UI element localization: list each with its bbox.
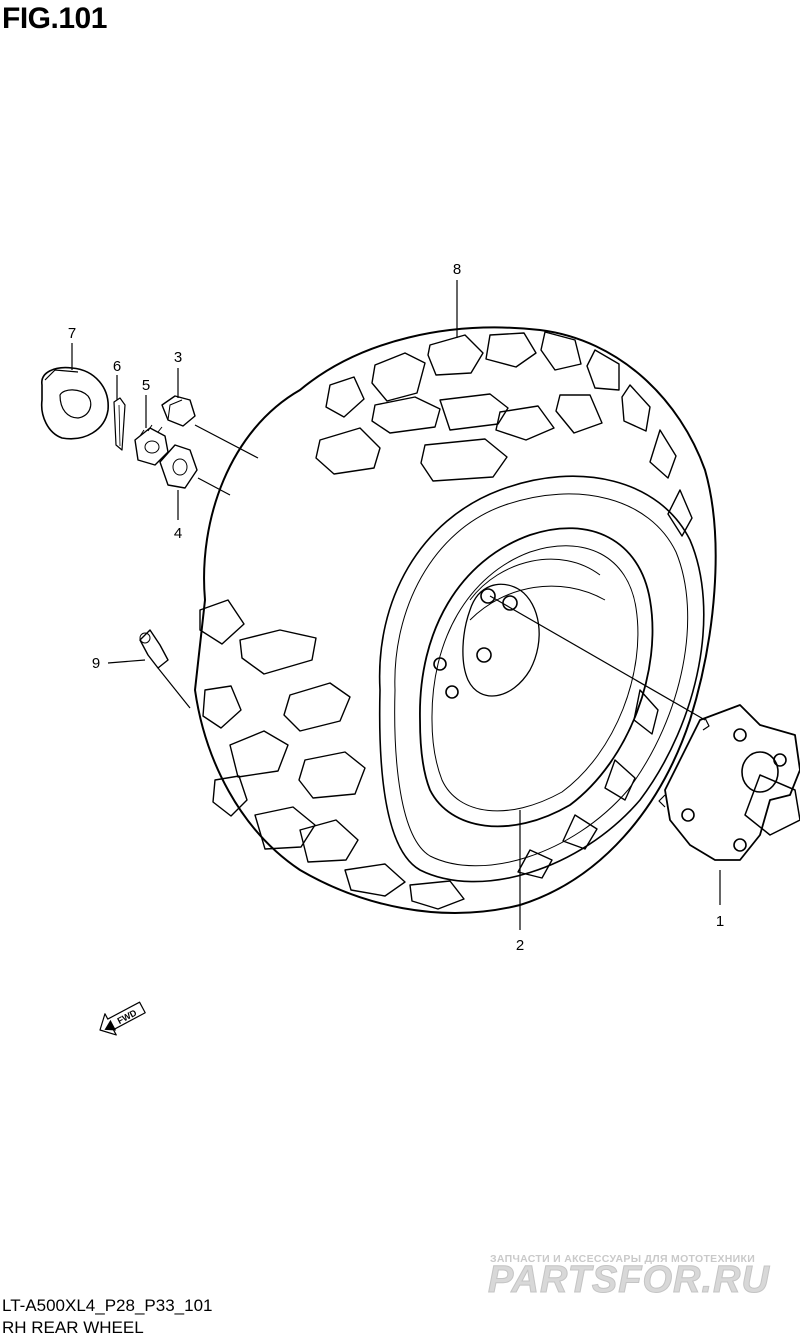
wheel-rim-part [419, 527, 654, 828]
watermark-tagline: ЗАПЧАСТИ И АКСЕССУАРЫ ДЛЯ МОТОТЕХНИКИ [490, 1253, 756, 1265]
svg-text:PARTSFOR.RU: PARTSFOR.RU [488, 1259, 770, 1301]
callout-5: 5 [142, 377, 150, 394]
callout-6: 6 [113, 358, 121, 375]
leader-lines [71, 280, 721, 930]
diagram-caption: RH REAR WHEEL [2, 1318, 144, 1337]
figure-title: FIG.101 [2, 2, 107, 35]
washer-part [159, 444, 198, 489]
callout-1: 1 [716, 913, 724, 930]
callout-7: 7 [68, 325, 76, 342]
callout-8: 8 [453, 261, 461, 278]
callout-4: 4 [174, 525, 182, 542]
forward-direction-arrow: FWD [99, 1001, 146, 1036]
wheel-nut-part [161, 395, 196, 427]
model-code: LT-A500XL4_P28_P33_101 [2, 1296, 213, 1315]
callout-3: 3 [174, 349, 182, 366]
valve-part [139, 629, 169, 669]
tire-part [194, 326, 717, 914]
hub-part [658, 704, 800, 861]
cotter-pin-part [113, 397, 126, 451]
callout-9: 9 [92, 655, 100, 672]
wheel-cap-part [40, 366, 109, 440]
callout-2: 2 [516, 937, 524, 954]
watermark-logo: PARTSFOR.RU [488, 1259, 770, 1302]
